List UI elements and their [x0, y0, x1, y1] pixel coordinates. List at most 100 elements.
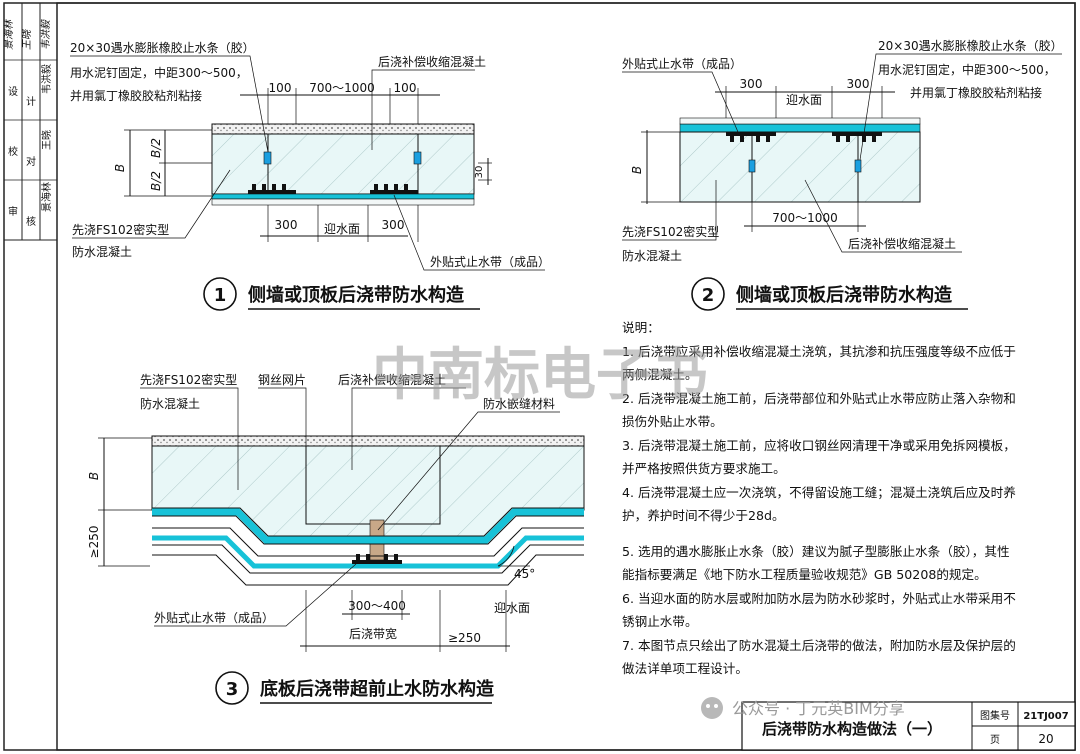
d1-title: 侧墙或顶板后浇带防水构造 [248, 284, 464, 306]
d2-dim-b: B [630, 166, 644, 174]
d1-label-fix-2: 并用氯丁橡胶胶粘剂粘接 [70, 88, 202, 103]
side-cell-5: 对 [26, 155, 36, 168]
note-line: 锈钢止水带。 [622, 614, 698, 629]
d1-concrete [211, 133, 475, 195]
d1-label-water: 迎水面 [324, 222, 360, 236]
d2-strip-right [854, 159, 862, 173]
d1-dim-300-b: 300 [382, 218, 405, 232]
d2-label-first-2: 防水混凝土 [622, 248, 682, 263]
note-line: 两侧混凝土。 [622, 367, 698, 382]
note-line: 7. 本图节点只绘出了防水混凝土后浇带的做法，附加防水层及保护层的 [622, 638, 1016, 653]
d3-label-mesh: 钢丝网片 [258, 373, 306, 387]
d3-label-seal: 防水嵌缝材料 [483, 396, 555, 411]
d1-dim-range: 700～1000 [309, 81, 374, 95]
note-line: 3. 后浇带混凝土施工前，应将收口钢丝网清理干净或采用免拆网模板， [622, 438, 1016, 453]
d2-dim-300-b: 300 [847, 77, 870, 91]
d1-strip-left [263, 151, 272, 165]
d2-dim-300-a: 300 [740, 77, 763, 91]
d3-label-first-2: 防水混凝土 [140, 396, 200, 411]
d3-label-water: 迎水面 [494, 601, 530, 615]
side-name-1: 景海林 [40, 182, 53, 212]
side-name-3: 韦洪毅 [40, 64, 53, 94]
d1-membrane [211, 193, 475, 200]
note-line: 5. 选用的遇水膨胀止水条（胶）建议为腻子型膨胀止水条（胶），其性 [622, 544, 1010, 559]
d1-top-layer [211, 123, 475, 135]
d3-number: 3 [226, 679, 239, 700]
notes: 说明： 1. 后浇带应采用补偿收缩混凝土浇筑，其抗渗和抗压强度等级不应低于 两侧… [622, 320, 1016, 676]
watermark: 中南标电子书 [372, 343, 708, 408]
d2-waterstop-left [726, 132, 776, 142]
d1-label-strip: 20×30遇水膨胀橡胶止水条（胶） [70, 40, 255, 55]
side-signature-block: 审 校 设 核 对 计 景海林 王晓 韦洪毅 景海林 王晓 韦洪毅 [3, 3, 57, 241]
detail-3: B ≥250 45° 300～400 后浇带宽 ≥250 迎水面 先浇FS102… [87, 372, 585, 705]
d2-title: 侧墙或顶板后浇带防水构造 [736, 284, 952, 306]
d1-dim-b2-a: B/2 [149, 138, 163, 158]
d3-pocket [305, 445, 441, 525]
note-line: 做法详单项工程设计。 [622, 661, 748, 676]
d1-protect [211, 198, 475, 206]
d3-label-ext: 外贴式止水带（成品） [154, 611, 274, 625]
d2-label-ext: 外贴式止水带（成品） [622, 57, 742, 71]
d1-waterstop-left [248, 184, 296, 194]
d3-label-first-1: 先浇FS102密实型 [140, 372, 237, 387]
d1-dim-b: B [113, 164, 127, 172]
atlas-label: 图集号 [980, 709, 1010, 722]
note-line: 能指标要满足《地下防水工程质量验收规范》GB 50208的规定。 [622, 567, 987, 582]
d3-base-line [152, 554, 584, 586]
note-line: 并严格按照供货方要求施工。 [622, 461, 786, 476]
side-signature-2: 王晓 [21, 29, 33, 50]
d3-title: 底板后浇带超前止水防水构造 [260, 678, 494, 700]
title-block: 后浇带防水构造做法（一） 图集号 21TJ007 页 20 [741, 701, 1076, 751]
d2-label-fix-2: 并用氯丁橡胶胶粘剂粘接 [910, 85, 1042, 100]
side-signature-3: 韦洪毅 [40, 19, 52, 50]
d3-number-circle [215, 671, 249, 705]
d1-number-circle [203, 277, 237, 311]
d1-dim-100-b: 100 [394, 81, 417, 95]
d2-waterstop-right [832, 132, 882, 142]
d2-concrete [679, 131, 921, 203]
wechat-badge: 公众号 · 丁元英BIM分享 [701, 697, 905, 719]
d1-waterstop-right [370, 184, 418, 194]
d1-label-fix-1: 用水泥钉固定，中距300～500， [70, 65, 248, 80]
d3-dim-250-a: ≥250 [87, 526, 101, 559]
side-cell-2: 校 [8, 145, 18, 158]
side-name-2: 王晓 [41, 130, 53, 150]
d3-dim-250-b: ≥250 [448, 631, 481, 645]
d1-label-ext: 外贴式止水带（成品） [430, 255, 550, 269]
page-label: 页 [990, 734, 1000, 746]
d2-label-concrete: 后浇补偿收缩混凝土 [848, 236, 956, 251]
detail-1: 100 700～1000 100 B B/2 B/2 30 300 迎水面 30… [70, 40, 550, 311]
d1-label-first-1: 先浇FS102密实型 [72, 222, 169, 237]
side-cell-3: 设 [8, 86, 18, 98]
notes-heading: 说明： [622, 320, 660, 335]
d2-label-strip: 20×30遇水膨胀橡胶止水条（胶） [878, 38, 1063, 53]
d2-dim-range: 700～1000 [772, 211, 837, 225]
page-value: 20 [1038, 732, 1053, 746]
d2-membrane [679, 123, 921, 133]
note-line: 6. 当迎水面的防水层或附加防水层为防水砂浆时，外贴式止水带采用不 [622, 591, 1016, 606]
wechat-icon [701, 697, 723, 719]
d3-dim-b: B [87, 472, 101, 480]
d2-label-water: 迎水面 [786, 93, 822, 107]
d1-label-first-2: 防水混凝土 [72, 244, 132, 259]
d1-dim-b2-b: B/2 [149, 171, 163, 191]
side-cell-1: 审 [8, 205, 18, 218]
d3-label-concrete: 后浇补偿收缩混凝土 [338, 372, 446, 387]
d1-label-concrete: 后浇补偿收缩混凝土 [378, 54, 486, 69]
detail-2: 300 迎水面 300 B 700～1000 外贴式止水带（成品） 20×30遇… [622, 38, 1063, 311]
d2-label-first-1: 先浇FS102密实型 [622, 224, 719, 239]
atlas-value: 21TJ007 [1023, 711, 1068, 722]
drawing-frame [56, 2, 1076, 751]
d3-dim-300-400: 300～400 [348, 599, 406, 613]
d3-waterstop [352, 554, 402, 564]
d2-number: 2 [702, 285, 715, 306]
d1-dim-30: 30 [474, 166, 485, 179]
side-signature-1: 景海林 [3, 19, 15, 50]
d1-strip-right [413, 151, 422, 165]
note-line: 4. 后浇带混凝土应一次浇筑，不得留设施工缝；混凝土浇筑后应及时养 [622, 485, 1016, 501]
note-line: 2. 后浇带混凝土施工前，后浇带部位和外贴式止水带应防止落入杂物和 [622, 391, 1016, 406]
d2-label-fix-1: 用水泥钉固定，中距300～500， [878, 62, 1056, 77]
drawing-title: 后浇带防水构造做法（一） [762, 720, 942, 738]
d3-label-width: 后浇带宽 [349, 626, 397, 641]
